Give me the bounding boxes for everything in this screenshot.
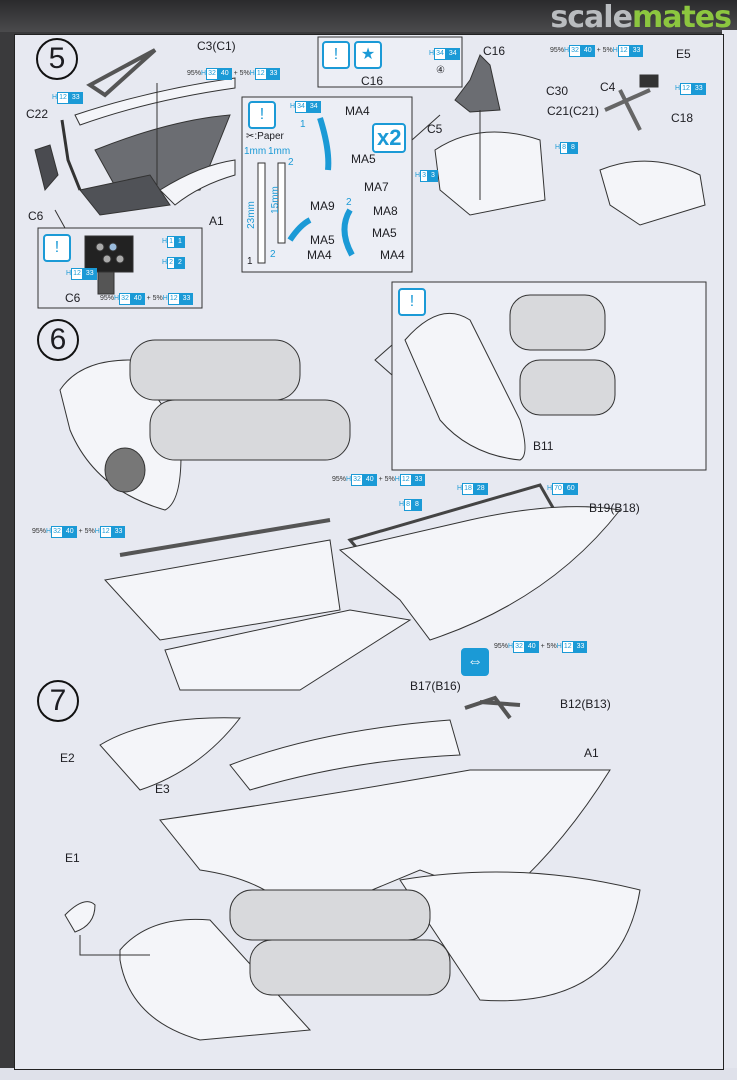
belt-number: 2: [288, 157, 294, 168]
belt-number: 2: [270, 249, 276, 260]
paint-brush-icon: !: [43, 234, 71, 262]
step-5-number: 5: [36, 38, 78, 80]
part-label-e5: E5: [676, 47, 691, 61]
width-label: 1mm: [268, 146, 291, 157]
step5-cockpit-drawing: [34, 48, 236, 216]
top-bar: [0, 0, 737, 32]
part-label-c18: C18: [671, 111, 694, 125]
paint-brush-icon: !: [398, 288, 426, 316]
part-label-a1: A1: [209, 214, 224, 228]
part-label-c21: C21(C21): [547, 104, 600, 118]
part-label-c6: C6: [65, 291, 81, 305]
length-23mm-label: 23mm: [245, 201, 257, 229]
part-label-c6: C6: [28, 209, 44, 223]
part-label-ma4: MA4: [380, 248, 405, 262]
part-label-e2: E2: [60, 751, 75, 765]
part-label-ma7: MA7: [364, 180, 389, 194]
paint-brush-icon: !: [248, 101, 276, 129]
star-icon: ★: [354, 41, 382, 69]
step-6-number: 6: [37, 319, 79, 361]
page-edge: [722, 30, 737, 1080]
page-bottom: [0, 1068, 737, 1080]
part-label-ma8: MA8: [373, 204, 398, 218]
part-label-ma5: MA5: [351, 152, 376, 166]
part-label-e1: E1: [65, 851, 80, 865]
part-label-c30: C30: [546, 84, 569, 98]
part-label-b11: B11: [533, 439, 554, 453]
part-label-b19: B19(B18): [589, 501, 640, 515]
step-reference-4: ④: [436, 65, 445, 76]
part-label-ma5: MA5: [310, 233, 335, 247]
part-label-b17: B17(B16): [410, 679, 461, 693]
flip-arrows-icon: ⇔: [461, 648, 489, 676]
part-label-ma4: MA4: [345, 104, 370, 118]
belt-number: 1: [247, 256, 253, 267]
paint-brush-icon: !: [322, 41, 350, 69]
part-label-a1: A1: [584, 746, 599, 760]
quantity-x2-badge: x2: [372, 123, 407, 153]
belt-number: 1: [300, 119, 306, 130]
part-label-ma4: MA4: [307, 248, 332, 262]
instrument-panel-drawing: [37, 209, 203, 309]
scalemates-logo: scalemates: [550, 0, 732, 35]
part-label-c5: C5: [427, 122, 443, 136]
step-7-number: 7: [37, 680, 79, 722]
part-label-c22: C22: [26, 107, 49, 121]
paper-cut-label: ✂:Paper: [246, 131, 284, 142]
part-label-ma5: MA5: [372, 226, 397, 240]
length-15mm-label: 15mm: [269, 186, 281, 214]
part-label-c16: C16: [361, 74, 384, 88]
scissors-icon: ✂: [246, 131, 255, 142]
part-label-b12: B12(B13): [560, 697, 611, 711]
part-label-e3: E3: [155, 782, 170, 796]
width-label: 1mm: [244, 146, 267, 157]
part-label-c16: C16: [483, 44, 506, 58]
part-label-ma9: MA9: [310, 199, 335, 213]
part-label-c3: C3(C1): [197, 39, 236, 53]
part-label-c4: C4: [600, 80, 616, 94]
belt-number: 2: [346, 197, 352, 208]
